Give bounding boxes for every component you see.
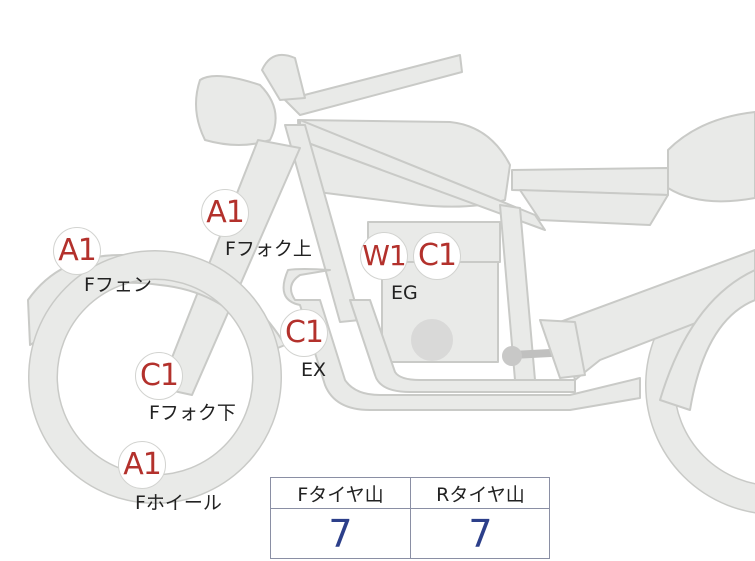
marker-f-wheel[interactable]: A1 xyxy=(118,441,166,489)
engine-cover xyxy=(411,319,453,361)
label-engine: EG xyxy=(391,282,418,304)
marker-f-fork-upper[interactable]: A1 xyxy=(201,189,249,237)
rear-tire-value[interactable]: 7 xyxy=(468,512,493,556)
front-tire-column: Fタイヤ山 7 xyxy=(271,478,411,558)
rear-tire-column: Rタイヤ山 7 xyxy=(411,478,550,558)
marker-exhaust[interactable]: C1 xyxy=(280,309,328,357)
tail-cowl xyxy=(667,111,755,203)
front-tire-value[interactable]: 7 xyxy=(328,512,353,556)
headlight xyxy=(195,75,277,146)
label-f-wheel: Fホイール xyxy=(135,492,222,514)
rear-tire-header: Rタイヤ山 xyxy=(411,478,550,509)
rear-fender xyxy=(659,269,755,411)
marker-f-fork-lower[interactable]: C1 xyxy=(135,352,183,400)
label-f-fork-upper: Fフォク上 xyxy=(225,238,312,260)
lower-cradle xyxy=(539,319,586,379)
front-tire-header: Fタイヤ山 xyxy=(271,478,410,509)
label-exhaust: EX xyxy=(301,359,327,381)
tire-tread-table: Fタイヤ山 7 Rタイヤ山 7 xyxy=(270,477,550,559)
marker-engine-c[interactable]: C1 xyxy=(413,232,461,280)
seat-base xyxy=(519,189,669,226)
exhaust-pipe-1 xyxy=(282,268,641,411)
handlebar-stem xyxy=(261,54,306,101)
handlebar xyxy=(284,54,463,116)
marker-engine-w[interactable]: W1 xyxy=(360,232,408,280)
marker-f-fender[interactable]: A1 xyxy=(53,227,101,275)
label-f-fender: Fフェン xyxy=(84,274,152,296)
label-f-fork-lower: Fフォク下 xyxy=(149,402,236,424)
front-fork xyxy=(159,139,301,396)
exhaust-pipe-2 xyxy=(349,299,576,393)
